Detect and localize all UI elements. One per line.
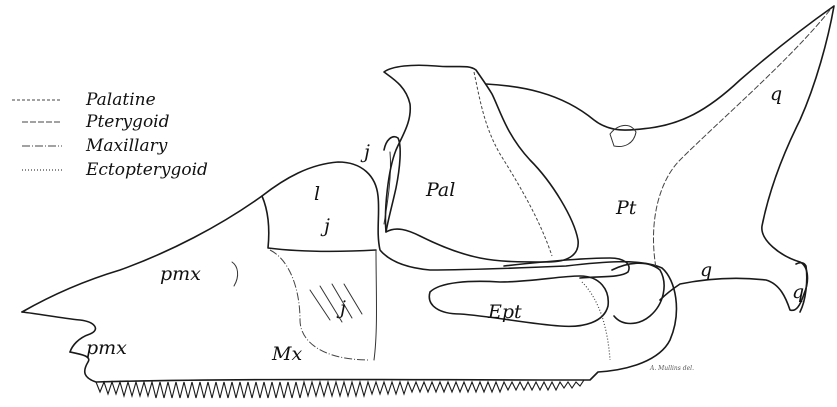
palatine-internal-suture [474,72,552,256]
label-palatine: Pal [425,179,455,201]
legend-label-palatine: Palatine [85,90,156,110]
legend: Palatine Pterygoid Maxillary Ectopterygo… [12,90,208,180]
label-premaxilla-lower: pmx [86,337,127,359]
label-jugal-mid: j [320,215,330,237]
legend-label-maxillary: Maxillary [85,136,168,156]
label-quadrate-mid: q [700,259,712,281]
pterygoid-suture [653,10,830,268]
maxilla-inner-line [374,250,377,360]
legend-label-pterygoid: Pterygoid [85,112,170,132]
artist-signature: A. Mullins del. [649,365,694,372]
palate-knob [612,263,664,323]
label-maxilla: Mx [271,343,302,365]
jugal-strip [384,137,400,232]
label-quadrate-top: q [770,83,782,105]
label-lacrimal: l [314,183,320,205]
label-pterygoid: Pt [615,197,637,219]
tooth-row [96,380,584,398]
premaxilla-notch [22,312,95,352]
label-jugal-top: j [360,141,370,163]
jugal-lower-hatch [310,284,362,322]
pterygoid-outline [486,6,834,310]
label-premaxilla-upper: pmx [160,263,201,285]
label-jugal-lower: j [336,297,346,319]
label-ectopterygoid: Ept [487,301,522,323]
bone-labels: Pal Pt q q q j j j l pmx pmx Mx Ept [86,83,804,365]
legend-label-ectopterygoid: Ectopterygoid [85,160,208,180]
premaxilla-mark [232,262,238,286]
label-quadrate-right: q [792,281,804,303]
